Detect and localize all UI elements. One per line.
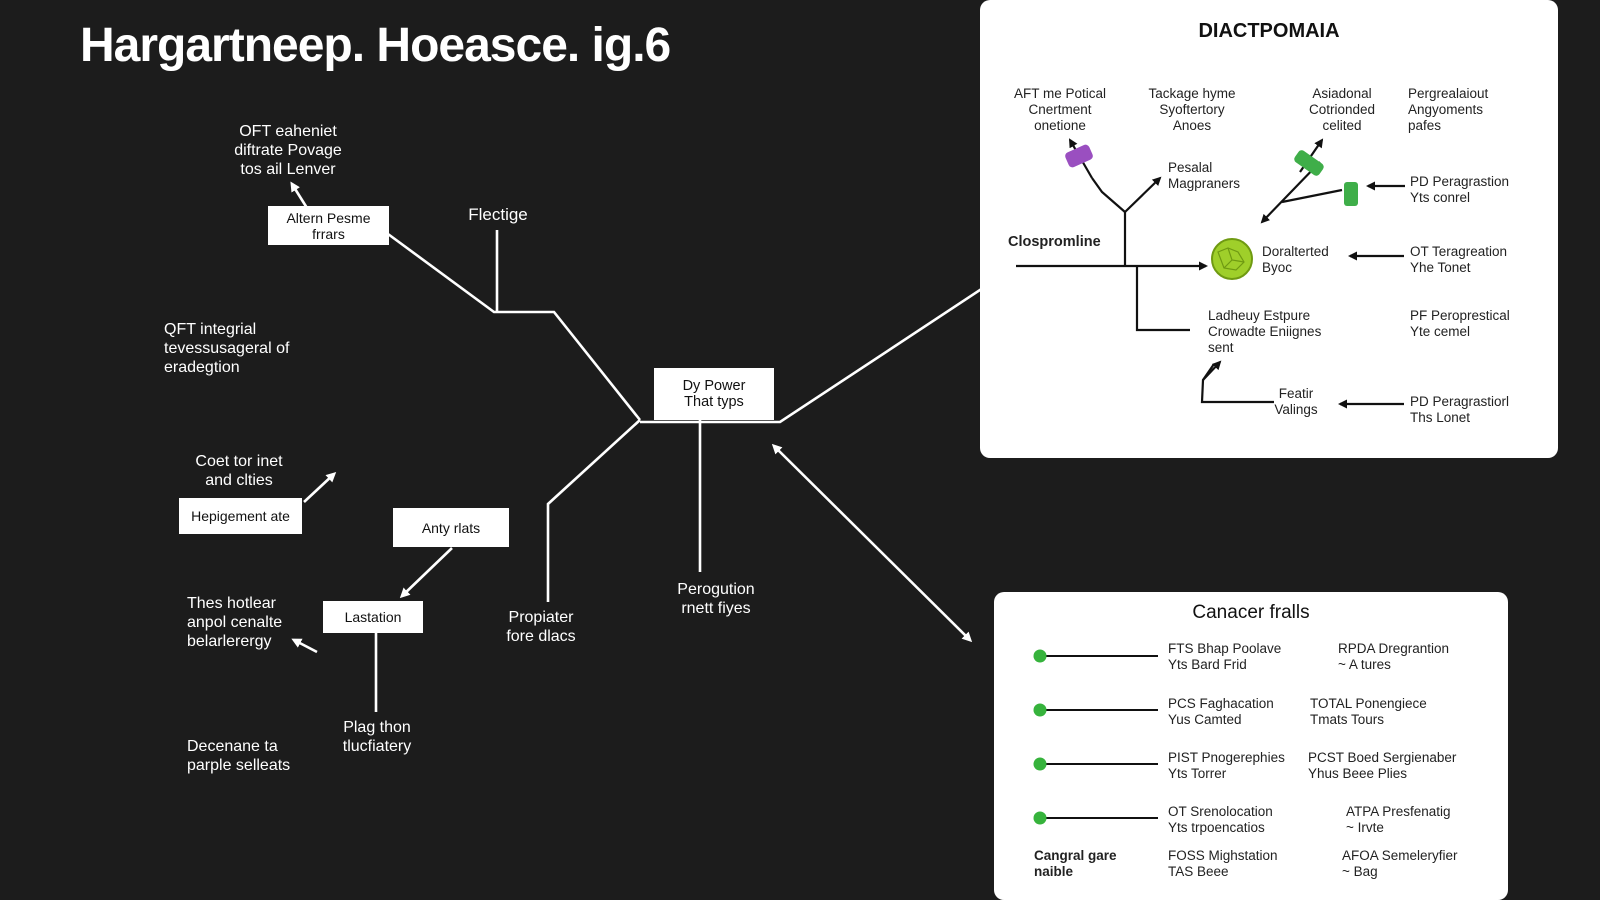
label-coet-tor-inet: Coet tor inet and clties	[195, 453, 283, 489]
label-flectige: Flectige	[468, 205, 528, 224]
label-plag-thon: Plag thon tlucfiatery	[342, 719, 412, 755]
legend-footer-right: AFOA Semeleryfier ~ Bag	[1342, 848, 1458, 879]
branch-upper	[387, 232, 642, 421]
legend-row-2-mid: PCS Faghacation Yus Camted	[1168, 696, 1274, 727]
green-node-tilted	[1294, 150, 1324, 176]
green-node-small	[1344, 182, 1358, 206]
diagram-lines	[1016, 138, 1405, 409]
diag-label-ladheuy: Ladheuy Estpure Crowadte Eniignes sent	[1208, 308, 1322, 355]
diag-label-pd-1: PD Peragrastion Yts conrel	[1410, 174, 1510, 205]
legend-row-2-right: TOTAL Ponengiece Tmats Tours	[1310, 696, 1427, 727]
diag-label-featir: Featir Valings	[1274, 386, 1318, 417]
diag-label-tackage: Tackage hyme Syoftertory Anoes	[1148, 86, 1236, 133]
diag-label-aft: AFT me Potical Cnertment onetione	[1013, 86, 1107, 133]
diag-label-doralterted: Doralterted Byoc	[1262, 244, 1329, 275]
node-anty-rlats: Anty rlats	[393, 508, 509, 547]
legend-dot	[1033, 811, 1047, 825]
label-propiater: Propiater fore dlacs	[506, 609, 576, 645]
diagram-title: DIACTPOMAIA	[1198, 20, 1340, 42]
diag-label-clospromline: Clospromline	[1008, 234, 1101, 250]
label-decenane: Decenane ta parple selleats	[187, 738, 291, 774]
purple-node	[1065, 144, 1093, 168]
arrow-coet	[303, 471, 337, 503]
node-lastation: Lastation	[323, 601, 423, 633]
diag-label-ot: OT Teragreation Yhe Tonet	[1410, 244, 1508, 275]
legend-footer-left: Cangral gare naible	[1034, 848, 1117, 879]
label-perogution: Perogution rnett fiyes	[677, 581, 755, 617]
double-arrow	[771, 443, 973, 643]
diag-label-asiadonal: Asiadonal Cotrionded celited	[1308, 86, 1376, 133]
arrow-oft	[290, 181, 309, 209]
legend-dot	[1033, 649, 1047, 663]
legend-row-1-right: RPDA Dregrantion ~ A tures	[1338, 641, 1450, 672]
diag-label-pd-2: PD Peragrastiorl Ths Lonet	[1410, 394, 1510, 425]
legend-row-1-mid: FTS Bhap Poolave Yts Bard Frid	[1168, 641, 1282, 672]
legend-dot	[1033, 703, 1047, 717]
branch-lower	[546, 419, 641, 602]
label-thes-hotlear: Thes hotlear anpol cenalte belarlerergy	[187, 595, 283, 650]
node-hepigement: Hepigement ate	[179, 498, 302, 534]
arrow-anty	[399, 547, 453, 599]
label-oft-eaheniet: OFT eaheniet diftrate Povage tos ail Len…	[234, 123, 342, 178]
label-qft-integrial: QFT integrial tevessusageral of eradegti…	[164, 321, 290, 376]
legend-row-3-mid: PIST Pnogerephies Yts Torrer	[1168, 750, 1285, 781]
diagram-panel: DIACTPOMAIA	[980, 0, 1558, 458]
legend-title: Canacer fralls	[1192, 602, 1310, 623]
diag-label-pergrealaiout: Pergrealaiout Angyoments pafes	[1408, 86, 1489, 133]
legend-row-3-right: PCST Boed Sergienaber Yhus Beee Plies	[1308, 750, 1457, 781]
legend-footer-mid: FOSS Mighstation TAS Beee	[1168, 848, 1278, 879]
arrow-thes	[291, 638, 318, 654]
legend-dot	[1033, 757, 1047, 771]
page-title: Hargartneep. Hoeasce. ig.6	[80, 19, 671, 72]
legend-markers	[1033, 649, 1158, 825]
diag-label-pesalal: Pesalal Magpraners	[1168, 160, 1241, 191]
legend-row-4-right: ATPA Presfenatig ~ Irvte	[1346, 804, 1451, 835]
center-node: Dy Power That typs	[654, 368, 774, 420]
node-altern-pesme: Altern Pesme frrars	[268, 206, 389, 245]
diag-label-pf: PF Peroprestical Yte cemel	[1410, 308, 1510, 339]
legend-row-4-mid: OT Srenolocation Yts trpoencatios	[1168, 804, 1273, 835]
legend-panel: Canacer fralls FTS Bhap Poolave Yts Bard…	[994, 592, 1508, 900]
